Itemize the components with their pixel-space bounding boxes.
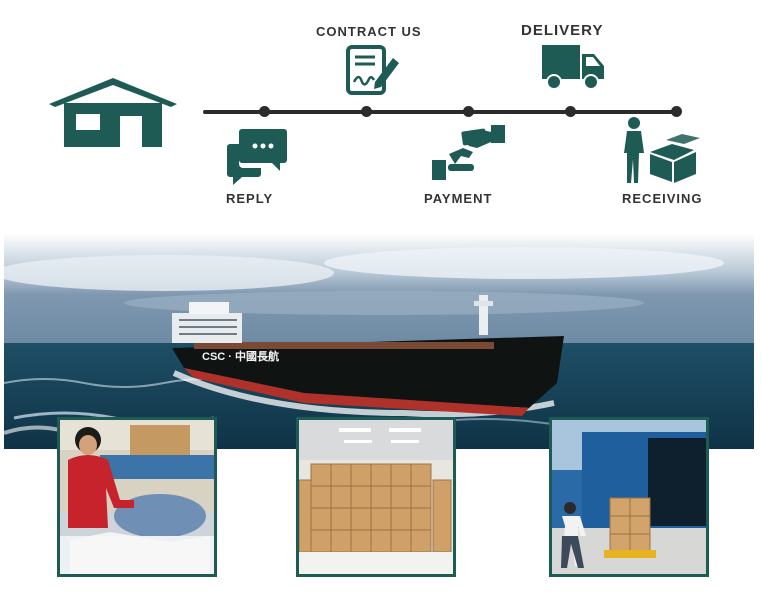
timeline-dot xyxy=(463,106,474,117)
reply-label: REPLY xyxy=(226,191,274,206)
timeline-dot xyxy=(671,106,682,117)
packing-photo xyxy=(57,417,217,577)
contract-us-label: CONTRACT US xyxy=(316,24,422,39)
timeline-dot xyxy=(259,106,270,117)
receiving-icon xyxy=(622,116,704,191)
timeline-dot xyxy=(565,106,576,117)
chat-icon xyxy=(226,126,288,191)
timeline-line xyxy=(203,110,679,114)
ship-hull-text: CSC · 中國長航 xyxy=(202,349,279,363)
truck-icon xyxy=(541,44,605,95)
payment-label: PAYMENT xyxy=(424,191,493,206)
timeline-dot xyxy=(361,106,372,117)
home-icon xyxy=(46,76,180,153)
contract-icon xyxy=(345,44,401,103)
warehouse-photo xyxy=(296,417,456,577)
receiving-label: RECEIVING xyxy=(622,191,703,206)
payment-icon xyxy=(431,124,507,187)
delivery-label: DELIVERY xyxy=(521,22,604,39)
loading-photo xyxy=(549,417,709,577)
